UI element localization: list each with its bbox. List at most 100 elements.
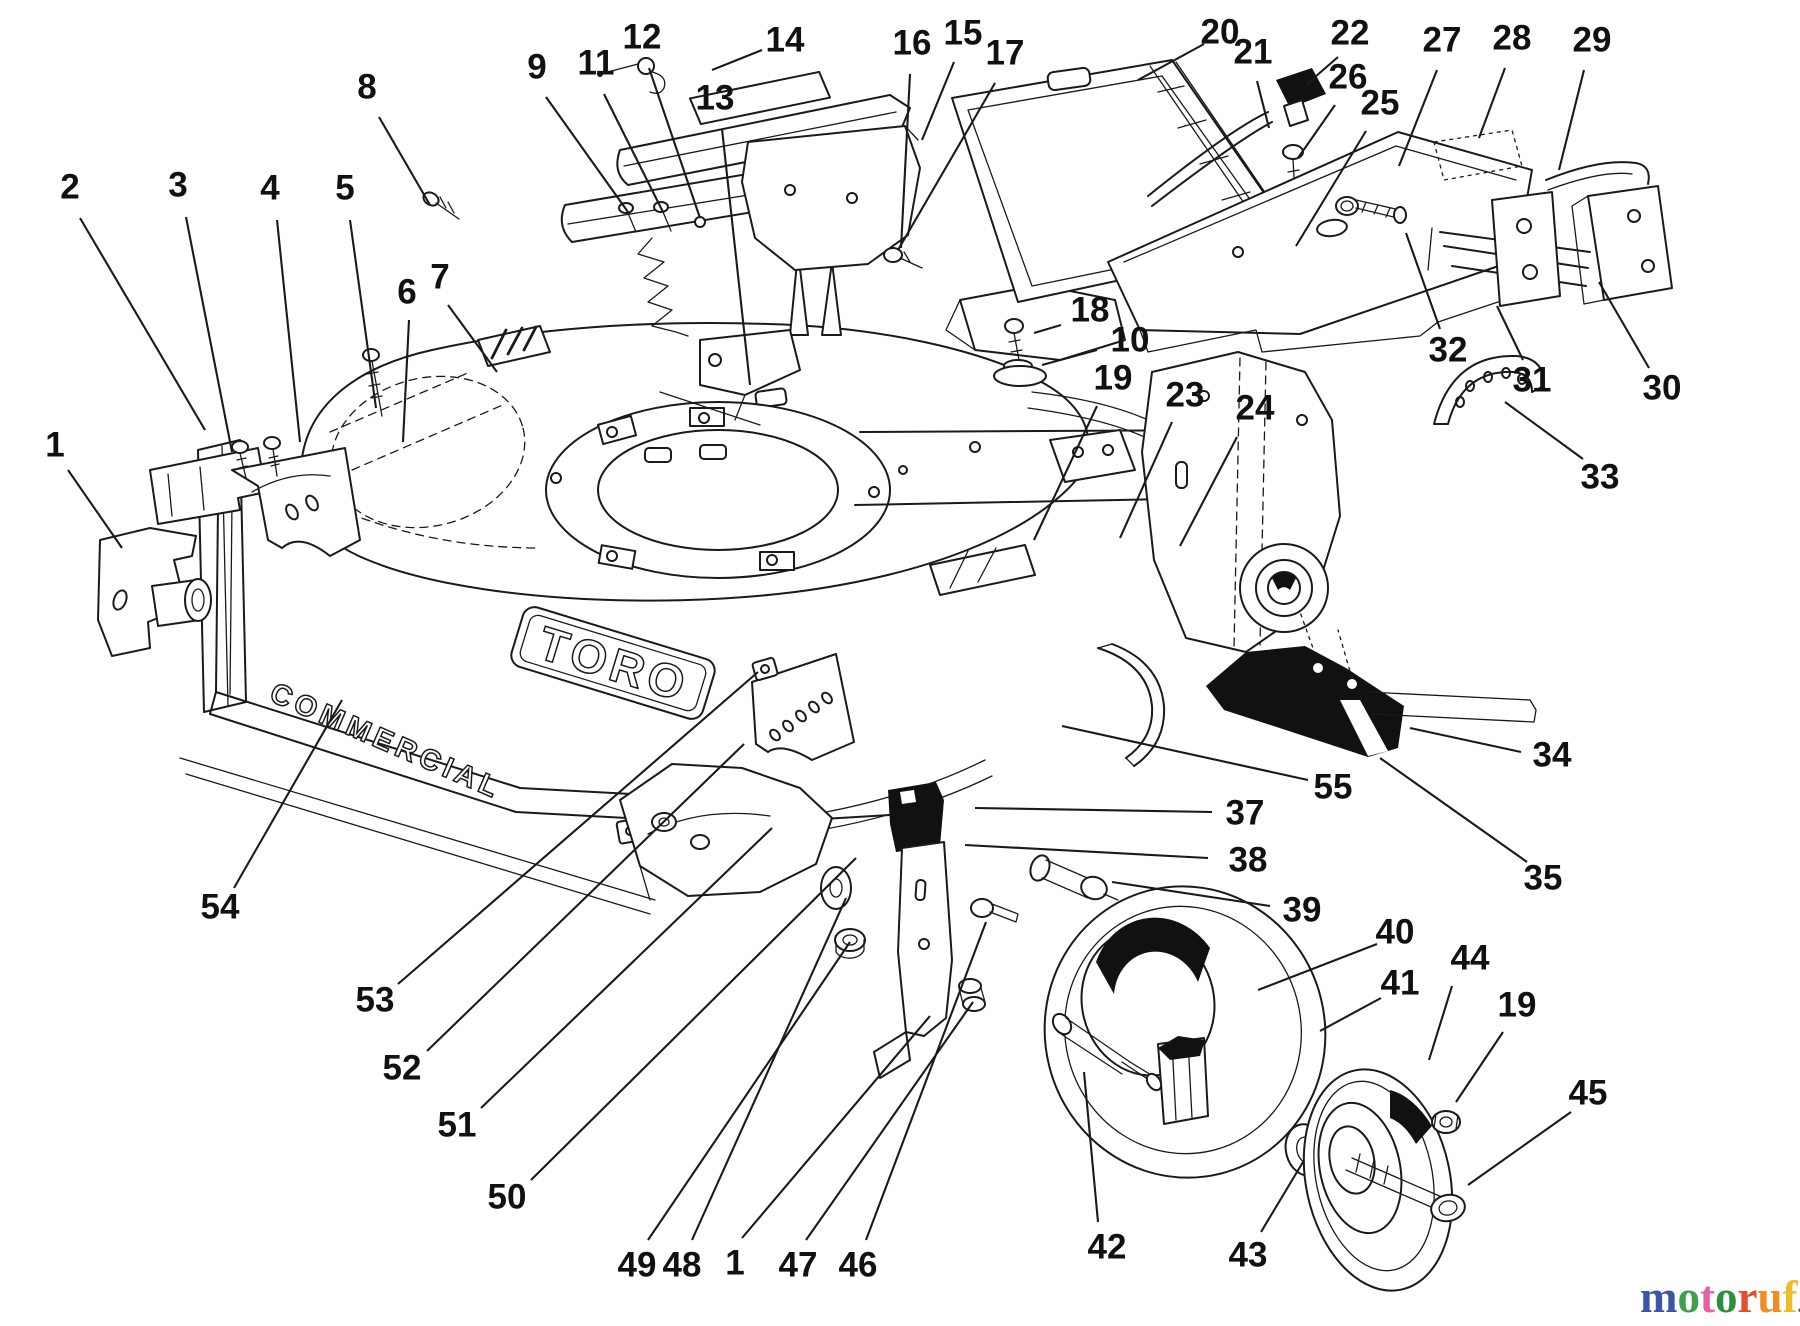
callout-leader-10 [1041, 348, 1098, 367]
callout-number-4: 4 [260, 169, 280, 208]
callout-leader-44 [1427, 985, 1454, 1061]
callout-leader-29 [1557, 69, 1586, 171]
watermark-letter: u [1757, 1272, 1782, 1322]
callout-leader-47 [805, 1001, 974, 1241]
callout-leader-54 [233, 699, 343, 889]
callout-leader-40 [1257, 943, 1378, 991]
callout-number-42: 42 [1088, 1228, 1127, 1267]
callout-number-20: 20 [1201, 13, 1240, 52]
callout-number-23: 23 [1166, 376, 1205, 415]
callout-number-52: 52 [383, 1049, 422, 1088]
callout-leader-9 [545, 96, 629, 213]
callout-leader-52 [426, 743, 745, 1052]
callout-leader-41 [1319, 997, 1382, 1032]
callout-leader-15 [921, 61, 955, 141]
callout-leader-30 [1598, 281, 1650, 369]
callout-number-35: 35 [1524, 859, 1563, 898]
callout-leader-25 [1295, 130, 1367, 247]
callout-number-29: 29 [1573, 21, 1612, 60]
callout-leader-23 [1119, 421, 1173, 539]
callout-leader-6 [401, 319, 411, 443]
watermark-letter: o [1715, 1272, 1738, 1322]
watermark-letter: m [1640, 1272, 1678, 1322]
callout-number-33: 33 [1581, 458, 1620, 497]
callout-leader-1 [741, 1015, 931, 1239]
callout-number-30: 30 [1643, 369, 1682, 408]
callout-number-6: 6 [397, 273, 416, 312]
callout-leader-21 [1255, 80, 1271, 129]
callout-number-26: 26 [1329, 58, 1368, 97]
callout-leader-46 [865, 921, 987, 1241]
callout-number-46: 46 [839, 1246, 878, 1285]
callout-number-51: 51 [438, 1106, 477, 1145]
callout-leader-39 [1111, 880, 1271, 908]
callout-number-43: 43 [1229, 1236, 1268, 1275]
callout-number-34: 34 [1533, 736, 1572, 775]
callout-leader-19 [1455, 1031, 1504, 1103]
callout-leader-13 [720, 128, 752, 386]
left-mount-brackets [97, 191, 460, 657]
callout-leader-32 [1405, 232, 1441, 330]
callout-number-1: 1 [725, 1244, 744, 1283]
side-suspension-plate [1027, 351, 1341, 653]
callout-number-14: 14 [766, 21, 805, 60]
callout-leader-49 [647, 941, 851, 1241]
callout-leader-22 [1306, 56, 1339, 85]
callout-leader-26 [1297, 104, 1336, 159]
watermark-logo: motoruf.de [1640, 1272, 1800, 1322]
handle-mount-assembly [560, 57, 1126, 426]
callout-leader-31 [1496, 305, 1524, 361]
callout-number-15: 15 [944, 14, 983, 53]
callout-leader-11 [603, 93, 664, 213]
callout-number-27: 27 [1423, 21, 1462, 60]
callout-number-45: 45 [1569, 1074, 1608, 1113]
callout-leader-20 [1137, 43, 1205, 81]
callout-number-2: 2 [60, 168, 79, 207]
callout-leader-34 [1409, 726, 1522, 754]
callout-number-41: 41 [1381, 964, 1420, 1003]
callout-number-31: 31 [1513, 361, 1552, 400]
callout-number-18: 18 [1071, 291, 1110, 330]
callout-leader-18 [1033, 323, 1062, 335]
callout-leader-50 [530, 857, 857, 1181]
callout-leader-3 [184, 216, 234, 453]
callout-number-19: 19 [1094, 359, 1133, 398]
watermark-letter: r [1738, 1272, 1758, 1322]
height-adjuster-assembly [619, 653, 1119, 1079]
callout-leader-19 [1033, 405, 1098, 541]
callout-number-55: 55 [1314, 768, 1353, 807]
callout-leader-1 [67, 469, 123, 549]
callout-leader-45 [1467, 1111, 1572, 1186]
callout-number-38: 38 [1229, 841, 1268, 880]
callout-leader-7 [447, 304, 498, 373]
callout-number-53: 53 [356, 981, 395, 1020]
watermark-suffix: .de [1798, 1292, 1800, 1317]
callout-number-44: 44 [1451, 939, 1490, 978]
callout-number-1: 1 [45, 426, 64, 465]
callout-leader-43 [1260, 1161, 1304, 1233]
callout-number-9: 9 [527, 48, 546, 87]
callout-number-13: 13 [696, 79, 735, 118]
callout-number-40: 40 [1376, 913, 1415, 952]
callout-leader-16 [899, 73, 912, 249]
callout-number-5: 5 [335, 169, 354, 208]
callout-number-28: 28 [1493, 19, 1532, 58]
callout-leader-51 [480, 827, 773, 1109]
callout-leader-2 [79, 217, 206, 431]
callout-number-19: 19 [1498, 986, 1537, 1025]
curved-clamp-bracket [1433, 354, 1546, 425]
callout-number-37: 37 [1226, 794, 1265, 833]
callout-number-8: 8 [357, 68, 376, 107]
callout-leader-28 [1478, 67, 1506, 139]
right-handle-bracket [1335, 161, 1673, 307]
callout-leader-14 [711, 49, 763, 71]
callout-number-25: 25 [1361, 84, 1400, 123]
callout-number-11: 11 [578, 44, 615, 83]
callout-number-48: 48 [663, 1246, 702, 1285]
watermark-letter: o [1678, 1272, 1701, 1322]
callout-leader-37 [974, 806, 1213, 814]
callout-leader-48 [691, 897, 847, 1241]
callout-number-47: 47 [779, 1246, 818, 1285]
